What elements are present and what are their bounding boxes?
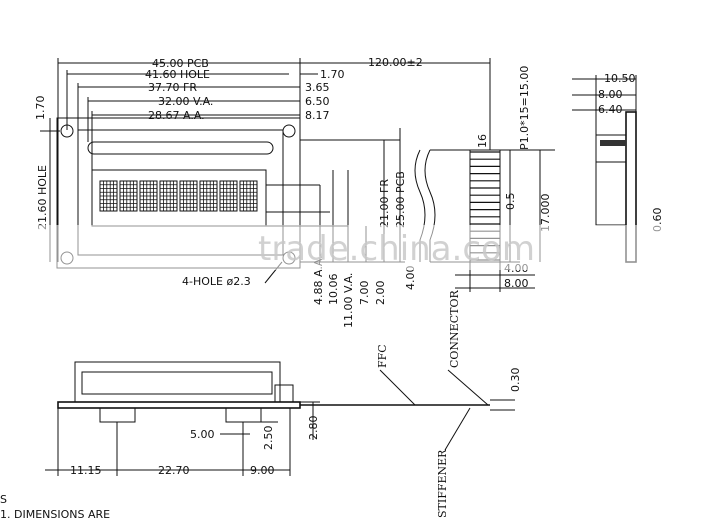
dim-fpc-length: 120.00±2 (368, 56, 423, 69)
dim-frame-width: 37.70 FR (148, 81, 197, 94)
dim-left-height: 21.60 HOLE (36, 165, 49, 230)
dim-right-3: 6.50 (305, 95, 330, 108)
dim-pcb-width: 45.00 PCB (152, 57, 209, 70)
dim-t900: 9.00 (250, 464, 275, 477)
fpc-v17: 17.000 (539, 194, 552, 233)
character-cell (119, 180, 138, 212)
dim-active-area: 28.67 A.A. (148, 109, 205, 122)
dim-right-4: 8.17 (305, 109, 330, 122)
side-d2: 8.00 (598, 88, 623, 101)
dim-t2270: 22.70 (158, 464, 190, 477)
notes-line-2: 1. DIMENSIONS ARE (0, 508, 110, 519)
dim-v-fr: 21.00 FR (378, 179, 391, 228)
character-cell (139, 180, 158, 212)
dim-v-200: 2.00 (374, 281, 387, 306)
dim-v-pcb: 25.00 PCB (394, 171, 407, 228)
character-cell (219, 180, 238, 212)
fpc-v05: 0.5 (504, 193, 517, 211)
side-d1: 10.50 (604, 72, 636, 85)
label-ffc: FFC (376, 344, 389, 368)
fpc-h800: 8.00 (504, 277, 529, 290)
dim-v-700: 7.00 (358, 281, 371, 306)
watermark-text: trade.china.com (258, 229, 535, 269)
label-connector: CONNECTOR (448, 290, 461, 368)
fpc-pitch: P1.0*15=15.00 (518, 66, 531, 150)
front-view: 45.00 PCB 41.60 HOLE 37.70 FR 32.00 V.A.… (34, 56, 491, 328)
side-d3: 6.40 (598, 103, 623, 116)
hole-note: 4-HOLE ø2.3 (182, 275, 251, 288)
label-stiffener: STIFFENER (436, 449, 449, 518)
dim-view-area: 32.00 V.A. (158, 95, 213, 108)
character-cell (159, 180, 178, 212)
character-cell (239, 180, 258, 212)
dim-v-va: 11.00 V.A. (342, 273, 355, 328)
dim-t500: 5.00 (190, 428, 215, 441)
dim-left-top: 1.70 (34, 96, 47, 121)
side-glass-layer (600, 140, 626, 146)
character-cell (99, 180, 118, 212)
dim-t280: 2.80 (307, 416, 320, 441)
watermark-band (0, 225, 725, 270)
character-cell (179, 180, 198, 212)
dim-right-1: 1.70 (320, 68, 345, 81)
character-cells (99, 180, 258, 212)
dim-v-400: 4.00 (404, 266, 417, 291)
bottom-view: FFC CONNECTOR STIFFENER 0.30 2.80 2.50 5… (45, 290, 522, 518)
horizontal-dims: 45.00 PCB 41.60 HOLE 37.70 FR 32.00 V.A.… (57, 56, 491, 262)
fpc-pin-count: 16 (476, 134, 489, 148)
dim-t1115: 11.15 (70, 464, 102, 477)
dim-v-1006: 10.06 (327, 274, 340, 306)
notes-line-1: S (0, 493, 7, 506)
dim-t030: 0.30 (509, 368, 522, 393)
dim-right-2: 3.65 (305, 81, 330, 94)
character-cell (199, 180, 218, 212)
mount-hole-top-right (282, 124, 296, 138)
dim-t250: 2.50 (262, 426, 275, 451)
dim-hole-pitch: 41.60 HOLE (145, 68, 210, 81)
